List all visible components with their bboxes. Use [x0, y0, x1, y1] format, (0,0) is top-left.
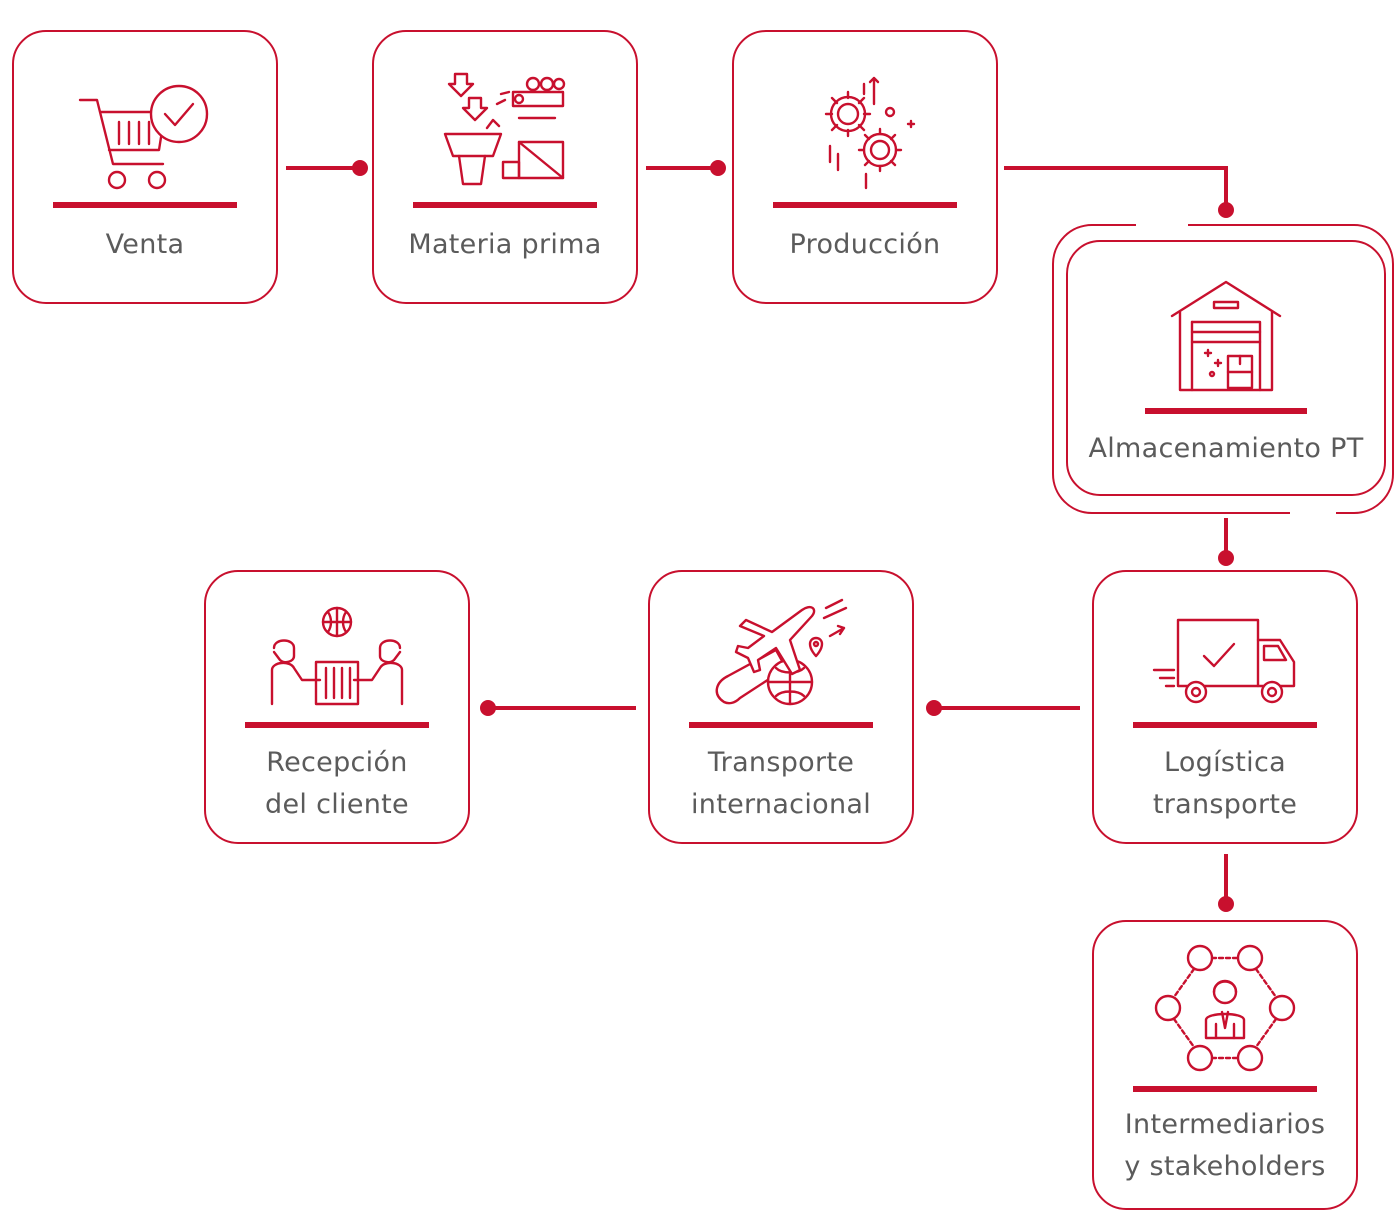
node-label-line: transporte [1152, 789, 1298, 820]
divider [689, 722, 873, 728]
raw-material-icon [443, 72, 566, 186]
connector-dot [480, 700, 496, 716]
divider [53, 202, 237, 208]
divider [1133, 722, 1317, 728]
connector-dot [710, 160, 726, 176]
node-label-line: Recepción [266, 747, 408, 778]
divider [245, 722, 429, 728]
warehouse-icon [1170, 280, 1282, 392]
highlight-ring [1052, 224, 1394, 514]
node-label: Producción [789, 229, 941, 260]
node-logistica: Logística transporte [1092, 570, 1358, 844]
node-materia-prima: Materia prima [372, 30, 638, 304]
connector-dot [1218, 550, 1234, 566]
node-label: Transporte internacional [650, 742, 912, 826]
handover-icon [270, 606, 404, 706]
node-label-line: del cliente [265, 789, 409, 820]
node-label-line: y stakeholders [1124, 1151, 1326, 1182]
airplane-globe-icon [715, 598, 848, 706]
network-people-icon [1154, 944, 1296, 1072]
node-label: Materia prima [408, 229, 602, 260]
node-label-line: internacional [690, 789, 872, 820]
node-recepcion: Recepción del cliente [204, 570, 470, 844]
gears-icon [824, 76, 916, 190]
node-label: Recepción del cliente [206, 742, 468, 826]
node-label: Intermediarios y stakeholders [1094, 1104, 1356, 1188]
connector-dot [1218, 896, 1234, 912]
connectors [286, 160, 1234, 912]
ring-gap [1290, 511, 1336, 517]
node-label-line: Transporte [707, 747, 855, 778]
delivery-truck-icon [1152, 618, 1296, 704]
node-venta: Venta [12, 30, 278, 304]
node-almacenamiento: Almacenamiento PT [1066, 240, 1386, 496]
divider [413, 202, 597, 208]
connector-dot [1218, 202, 1234, 218]
node-label-line: Intermediarios [1124, 1109, 1326, 1140]
ring-gap [1136, 221, 1188, 227]
connector-produccion-almacenamiento [1004, 166, 1228, 210]
divider [1133, 1086, 1317, 1092]
connector-dot [352, 160, 368, 176]
node-transporte-internacional: Transporte internacional [648, 570, 914, 844]
node-intermediarios: Intermediarios y stakeholders [1092, 920, 1358, 1210]
divider [1145, 408, 1307, 414]
node-label: Logística transporte [1094, 742, 1356, 826]
shopping-cart-check-icon [78, 84, 209, 190]
node-produccion: Producción [732, 30, 998, 304]
node-label-line: Logística [1164, 747, 1286, 778]
divider [773, 202, 957, 208]
node-label: Venta [105, 229, 185, 260]
connector-dot [926, 700, 942, 716]
node-label: Almacenamiento PT [1088, 433, 1364, 464]
